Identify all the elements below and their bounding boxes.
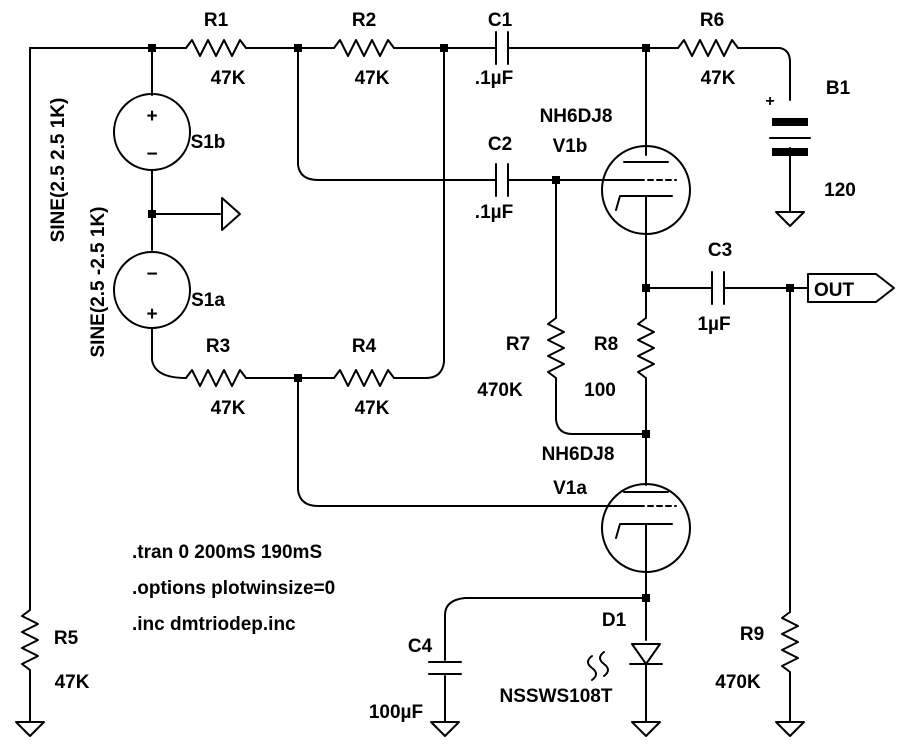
ground-icon-r5 bbox=[15, 721, 45, 737]
ground-icon-c4 bbox=[430, 721, 460, 737]
spice-directives: .tran 0 200mS 190mS .options plotwinsize… bbox=[132, 542, 335, 635]
s1a-minus-icon: − bbox=[146, 264, 157, 285]
s1a-name: S1a bbox=[191, 290, 225, 311]
b1-battery: + bbox=[765, 93, 811, 156]
r1-value: 47K bbox=[211, 68, 246, 89]
component-labels: R1 47K R2 47K C1 .1µF R6 47K B1 120 NH6D… bbox=[48, 10, 856, 723]
r8-name: R8 bbox=[594, 334, 618, 355]
r2-name: R2 bbox=[352, 10, 376, 31]
r6-value: 47K bbox=[701, 68, 736, 89]
c4-capacitor bbox=[428, 661, 462, 675]
c1-value: .1µF bbox=[475, 68, 513, 89]
r2-value: 47K bbox=[355, 68, 390, 89]
s1b-plus-icon: + bbox=[146, 106, 157, 127]
c4-value: 100µF bbox=[369, 702, 423, 723]
d1-model: NSSWS108T bbox=[500, 686, 613, 707]
output-port: OUT bbox=[807, 273, 895, 303]
c1-name: C1 bbox=[488, 10, 513, 31]
r5-value: 47K bbox=[55, 672, 90, 693]
s1b-name: S1b bbox=[191, 132, 226, 153]
v1a-triode bbox=[601, 483, 691, 576]
r3-resistor bbox=[185, 369, 247, 387]
r3-name: R3 bbox=[206, 336, 230, 357]
ground-icon-d1 bbox=[631, 721, 661, 737]
c1-capacitor bbox=[489, 31, 515, 65]
r6-resistor bbox=[677, 39, 739, 57]
r8-value: 100 bbox=[584, 380, 616, 401]
v1b-triode bbox=[601, 145, 691, 244]
output-label: OUT bbox=[814, 280, 855, 301]
b1-value: 120 bbox=[824, 180, 856, 201]
r9-name: R9 bbox=[740, 624, 764, 645]
s1b-minus-icon: − bbox=[146, 144, 157, 165]
c3-capacitor bbox=[705, 271, 731, 305]
r8-resistor bbox=[637, 317, 655, 379]
directive-options: .options plotwinsize=0 bbox=[132, 578, 335, 599]
r9-resistor bbox=[781, 611, 799, 673]
r2-resistor bbox=[333, 39, 395, 57]
s1a-voltage-source: − + bbox=[113, 251, 191, 329]
ground-icon-b1 bbox=[775, 211, 805, 227]
junction-dots bbox=[148, 44, 794, 602]
v1b-model: NH6DJ8 bbox=[540, 106, 613, 127]
c2-value: .1µF bbox=[475, 202, 513, 223]
wires bbox=[29, 47, 809, 723]
c3-name: C3 bbox=[708, 240, 732, 261]
ground-icon-r9 bbox=[775, 721, 805, 737]
r9-value: 470K bbox=[715, 672, 761, 693]
s1b-value: SINE(2.5 2.5 1K) bbox=[48, 98, 69, 243]
c4-name: C4 bbox=[408, 636, 433, 657]
r5-name: R5 bbox=[54, 628, 79, 649]
r1-name: R1 bbox=[204, 10, 229, 31]
s1b-voltage-source: + − bbox=[113, 93, 191, 171]
ground-icon-sources bbox=[221, 197, 241, 231]
b1-plus-icon: + bbox=[765, 93, 774, 110]
d1-name: D1 bbox=[602, 610, 627, 631]
c2-capacitor bbox=[489, 163, 515, 197]
c2-name: C2 bbox=[488, 134, 512, 155]
s1a-plus-icon: + bbox=[146, 304, 157, 325]
s1a-value: SINE(2.5 -2.5 1K) bbox=[88, 207, 109, 358]
v1a-model: NH6DJ8 bbox=[542, 444, 615, 465]
r7-resistor bbox=[547, 317, 565, 379]
directive-inc: .inc dmtriodep.inc bbox=[132, 614, 296, 635]
r5-resistor bbox=[21, 609, 39, 671]
r3-value: 47K bbox=[211, 398, 246, 419]
r1-resistor bbox=[185, 39, 247, 57]
r4-name: R4 bbox=[352, 336, 377, 357]
r6-name: R6 bbox=[700, 10, 724, 31]
r4-resistor bbox=[333, 369, 395, 387]
b1-name: B1 bbox=[826, 78, 851, 99]
d1-led bbox=[587, 643, 663, 681]
v1a-name: V1a bbox=[553, 478, 587, 499]
c3-value: 1µF bbox=[697, 314, 730, 335]
r7-name: R7 bbox=[506, 334, 530, 355]
r4-value: 47K bbox=[355, 398, 390, 419]
directive-tran: .tran 0 200mS 190mS bbox=[132, 542, 322, 563]
r7-value: 470K bbox=[477, 380, 523, 401]
v1b-name: V1b bbox=[553, 136, 588, 157]
